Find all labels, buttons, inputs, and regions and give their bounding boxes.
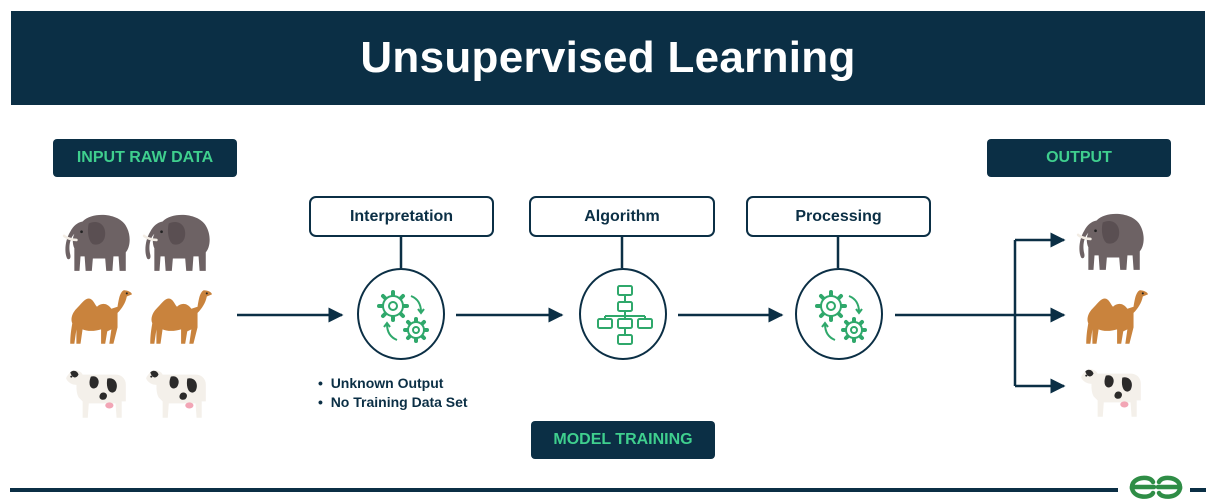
geeksforgeeks-logo	[1129, 475, 1183, 499]
note-item: • Unknown Output	[318, 375, 444, 391]
processing-circle	[795, 268, 883, 360]
step-algorithm: Algorithm	[529, 196, 715, 237]
interpretation-circle	[357, 268, 445, 360]
input-elephant-2	[142, 207, 214, 275]
diagram-title: Unsupervised Learning	[360, 33, 856, 82]
input-cow-1	[60, 356, 132, 424]
output-label: OUTPUT	[987, 139, 1171, 177]
notes-list: • Unknown Output • No Training Data Set	[318, 374, 468, 412]
input-cow-2	[140, 356, 212, 424]
input-camel-2	[142, 282, 214, 350]
model-training-label: MODEL TRAINING	[531, 421, 715, 459]
input-elephant-1	[62, 207, 134, 275]
algorithm-circle	[579, 268, 667, 360]
output-elephant	[1076, 206, 1148, 274]
input-raw-data-label: INPUT RAW DATA	[53, 139, 237, 177]
title-banner: Unsupervised Learning	[11, 11, 1205, 105]
gears-icon	[815, 290, 867, 343]
output-cow	[1075, 355, 1147, 423]
flowchart-icon	[597, 285, 653, 345]
step-interpretation: Interpretation	[309, 196, 494, 237]
input-camel-1	[62, 282, 134, 350]
output-camel	[1078, 282, 1150, 350]
gears-icon	[377, 290, 429, 343]
note-item: • No Training Data Set	[318, 394, 468, 410]
step-processing: Processing	[746, 196, 931, 237]
